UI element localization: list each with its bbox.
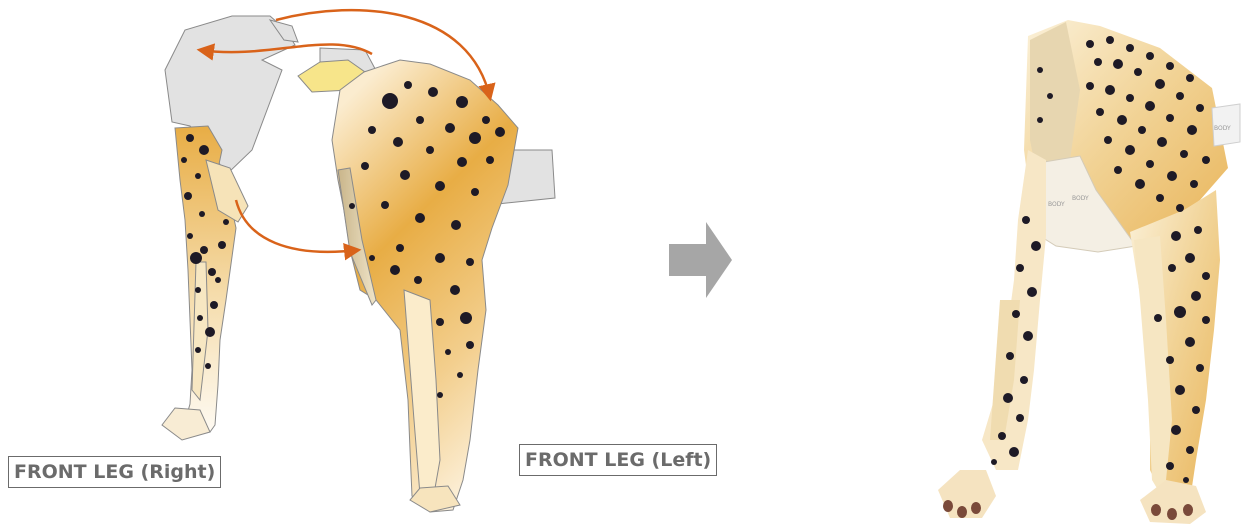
front-leg-right-net: [162, 126, 248, 440]
front-leg-left-net: [332, 60, 518, 512]
front-leg-left-label: FRONT LEG (Left): [519, 444, 717, 476]
right-arrow-icon: [669, 222, 732, 298]
tab-body-text: BODY: [1048, 201, 1065, 208]
tab-body-text: BODY: [1214, 125, 1231, 132]
tab-body-text: BODY: [1072, 195, 1089, 202]
orange-curved-arrow-icon: [236, 200, 358, 252]
paper-net: [162, 10, 555, 512]
front-leg-right-label: FRONT LEG (Right): [8, 456, 221, 488]
assembled-model: BODY BODY BODY: [938, 20, 1240, 524]
